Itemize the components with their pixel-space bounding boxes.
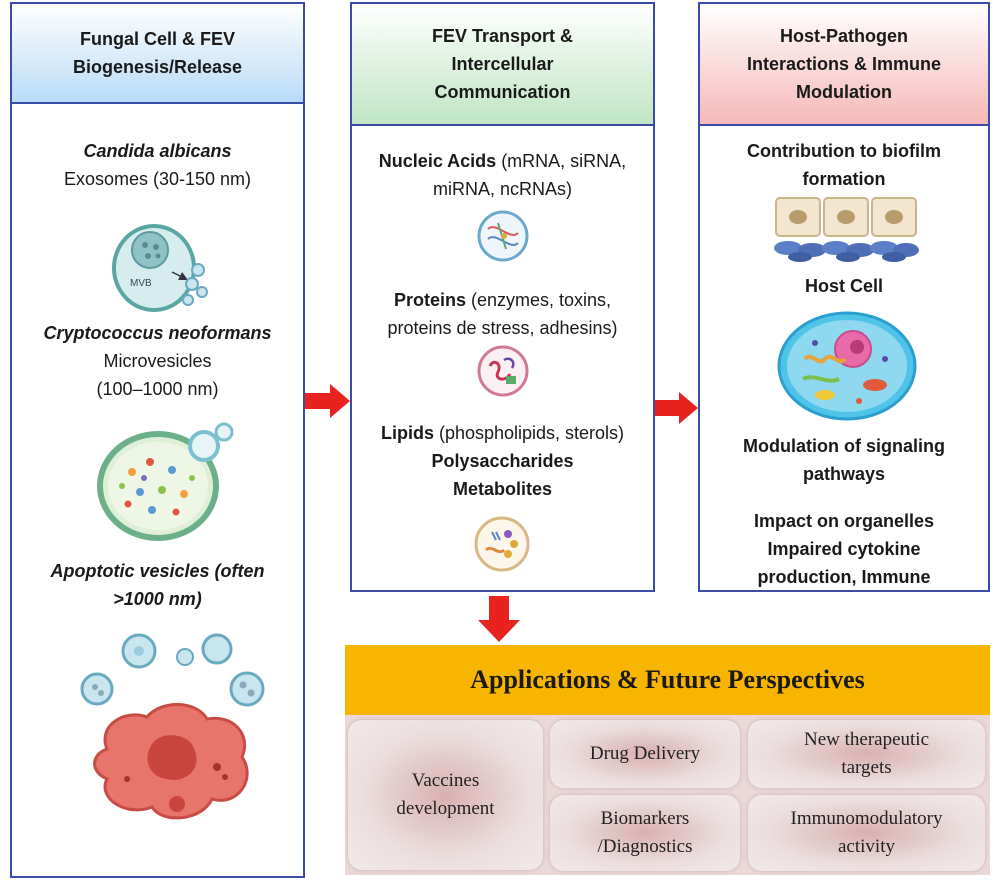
nucleic-acid-icon: [477, 210, 529, 262]
right-arrow-icon: [305, 384, 350, 418]
transport-column: FEV Transport & Intercellular Communicat…: [350, 2, 655, 592]
lipids-label: Lipids: [380, 423, 434, 443]
drug-delivery-label: Drug Delivery: [589, 743, 701, 764]
mvb-label: MVB: [130, 278, 152, 289]
down-arrow-icon: [478, 596, 520, 642]
crypto-type: Microvesicles: [103, 351, 212, 371]
proteins-line-2: proteins de stress, adhesins): [387, 318, 618, 338]
apoptotic-line-2: >1000 nm): [113, 589, 202, 609]
nucleic-acids-line-2: miRNA, ncRNAs): [432, 179, 572, 199]
applications-panel: Vaccines development Drug Delivery New t…: [345, 715, 990, 875]
impact-line-3: production, Immune: [757, 567, 931, 587]
biomarkers-card: Biomarkers /Diagnostics: [550, 795, 740, 871]
microvesicle-icon: [97, 422, 234, 541]
lipids-list: (phospholipids, sterols): [433, 423, 625, 443]
biofilm-line-1: Contribution to biofilm: [747, 141, 941, 161]
signaling-line-1: Modulation of signaling: [743, 436, 945, 456]
vaccines-label: Vaccines development: [396, 770, 495, 819]
mvb-exosome-icon: MVB: [112, 224, 208, 312]
transport-title: FEV Transport & Intercellular Communicat…: [431, 26, 574, 102]
host-cell-label: Host Cell: [804, 276, 883, 296]
biogenesis-column: Fungal Cell & FEV Biogenesis/Release Can…: [10, 2, 305, 878]
biofilm-icon: [774, 197, 919, 262]
therapeutic-targets-label: New therapeutic targets: [803, 729, 930, 778]
applications-title: Applications & Future Perspectives: [470, 665, 865, 694]
biomarkers-label: Biomarkers /Diagnostics: [597, 808, 693, 857]
lipids-line: Lipids (phospholipids, sterols): [352, 419, 653, 447]
biogenesis-header: Fungal Cell & FEV Biogenesis/Release: [12, 4, 303, 104]
signaling-line-2: pathways: [802, 464, 886, 484]
nucleic-acids-label: Nucleic Acids: [378, 151, 497, 171]
biogenesis-title: Fungal Cell & FEV Biogenesis/Release: [72, 29, 243, 77]
apoptotic-cell-icon: [80, 633, 265, 820]
host-cell-icon: [777, 311, 917, 421]
apoptotic-line-1: Apoptotic vesicles (often: [50, 561, 265, 581]
candida-name: Candida albicans: [83, 141, 232, 161]
drug-delivery-card: Drug Delivery: [550, 720, 740, 788]
therapeutic-targets-card: New therapeutic targets: [748, 720, 985, 788]
host-title: Host-Pathogen Interactions & Immune Modu…: [746, 26, 942, 102]
nucleic-acids-list: (mRNA, siRNA,: [496, 151, 627, 171]
proteins-line-1: Proteins (enzymes, toxins,: [352, 286, 653, 314]
proteins-label: Proteins: [393, 290, 466, 310]
crypto-name: Cryptococcus neoformans: [43, 323, 272, 343]
impact-line-1: Impact on organelles: [753, 511, 935, 531]
nucleic-acids-line-1: Nucleic Acids (mRNA, siRNA,: [352, 147, 653, 175]
right-arrow-icon: [655, 392, 698, 424]
immunomodulatory-card: Immunomodulatory activity: [748, 795, 985, 871]
proteins-list: (enzymes, toxins,: [465, 290, 612, 310]
polysaccharides-label: Polysaccharides: [431, 451, 574, 471]
impact-line-2: Impaired cytokine: [767, 539, 921, 559]
candida-type: Exosomes (30-150 nm): [63, 169, 252, 189]
protein-icon: [477, 345, 529, 397]
metabolites-label: Metabolites: [452, 479, 553, 499]
applications-header: Applications & Future Perspectives: [345, 645, 990, 715]
host-column: Host-Pathogen Interactions & Immune Modu…: [698, 2, 990, 592]
transport-header: FEV Transport & Intercellular Communicat…: [352, 4, 653, 126]
lipid-icon: [474, 516, 530, 572]
vaccines-card: Vaccines development: [348, 720, 543, 870]
crypto-size: (100–1000 nm): [96, 379, 219, 399]
biofilm-line-2: formation: [802, 169, 886, 189]
immunomodulatory-label: Immunomodulatory activity: [790, 808, 943, 857]
host-header: Host-Pathogen Interactions & Immune Modu…: [700, 4, 988, 126]
